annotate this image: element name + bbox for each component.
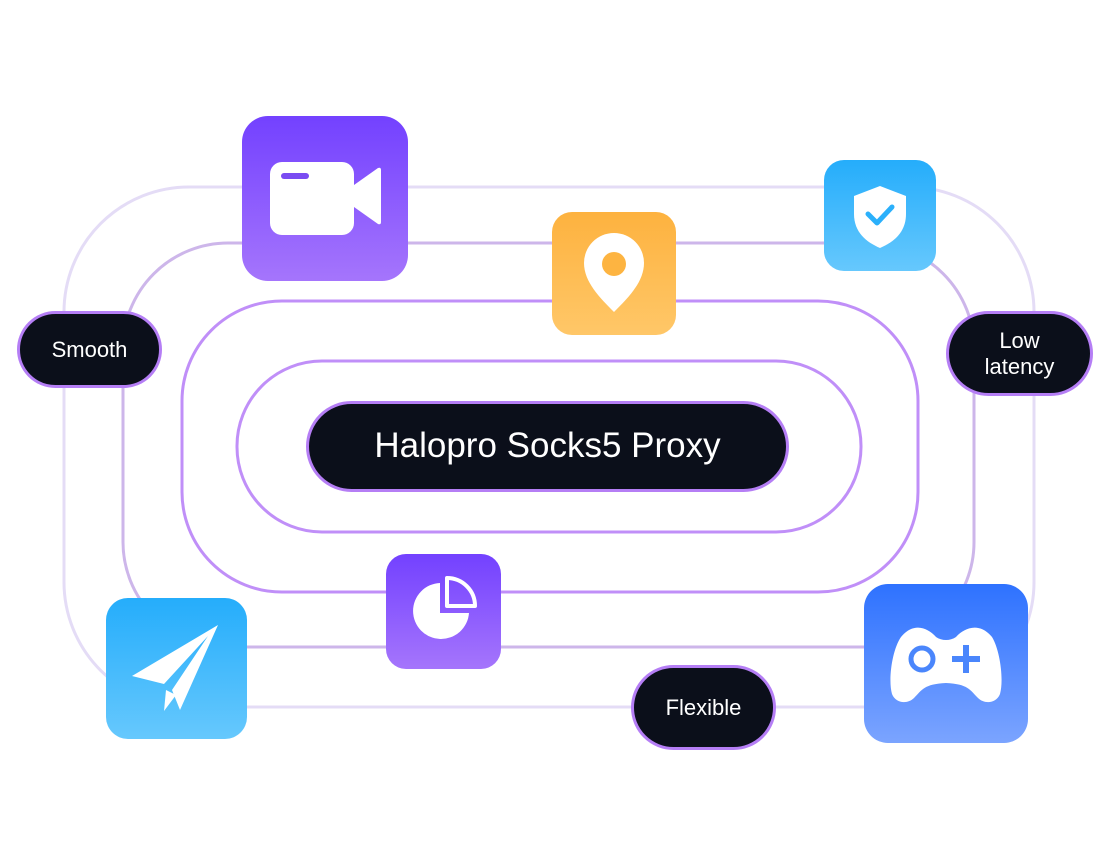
center-title: Halopro Socks5 Proxy: [374, 426, 721, 466]
ring-outer: [62, 185, 1036, 709]
feature-label: Smooth: [51, 336, 128, 362]
feature-pill-smooth: Smooth: [17, 311, 162, 388]
feature-label: Flexible: [665, 694, 742, 720]
gamepad-icon: [864, 584, 1028, 743]
center-title-pill: Halopro Socks5 Proxy: [306, 401, 789, 492]
shield-check-icon: [824, 160, 936, 271]
ring-third: [180, 299, 920, 594]
ring-second: [121, 241, 976, 649]
video-camera-icon: [242, 116, 408, 281]
ring-inner: [235, 359, 863, 534]
location-pin-icon: [552, 212, 676, 335]
feature-label: Low latency: [984, 328, 1055, 379]
feature-pill-flexible: Flexible: [631, 665, 776, 750]
pie-chart-icon: [386, 554, 501, 669]
paper-plane-icon: [106, 598, 247, 739]
feature-pill-low-latency: Low latency: [946, 311, 1093, 396]
